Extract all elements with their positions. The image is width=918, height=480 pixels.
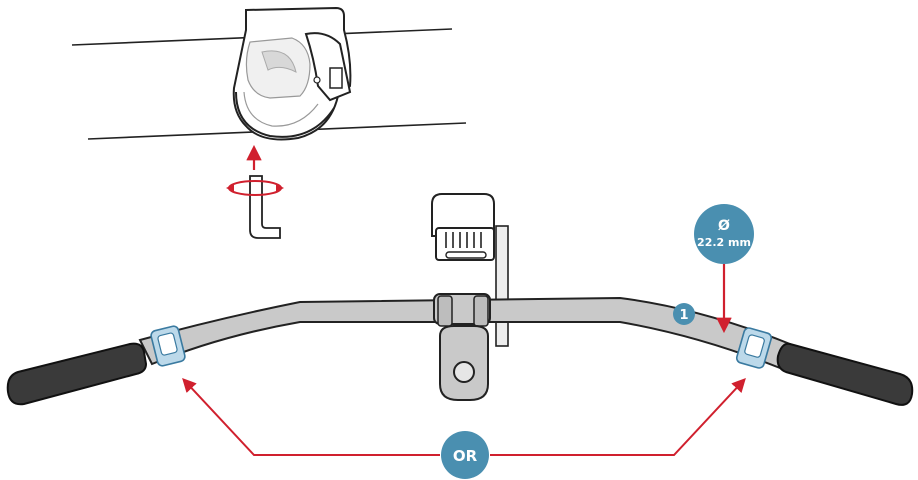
handlebar-icon [6, 296, 914, 406]
step-number: 1 [679, 308, 688, 323]
diameter-value: 22.2 mm [697, 236, 751, 249]
diameter-symbol: Ø [718, 218, 730, 234]
or-label: OR [453, 447, 478, 465]
strap-icon [735, 327, 773, 369]
or-badge: OR [441, 431, 489, 479]
clamp-detail-icon [71, 6, 467, 141]
or-arrow-right [490, 377, 746, 456]
or-arrow-left [182, 377, 440, 456]
mount-bracket-icon [433, 293, 491, 401]
hex-key-icon [226, 175, 284, 239]
diameter-badge: Ø 22.2 mm [694, 204, 754, 264]
step-number-badge: 1 [673, 303, 695, 325]
strap-icon [150, 325, 186, 367]
